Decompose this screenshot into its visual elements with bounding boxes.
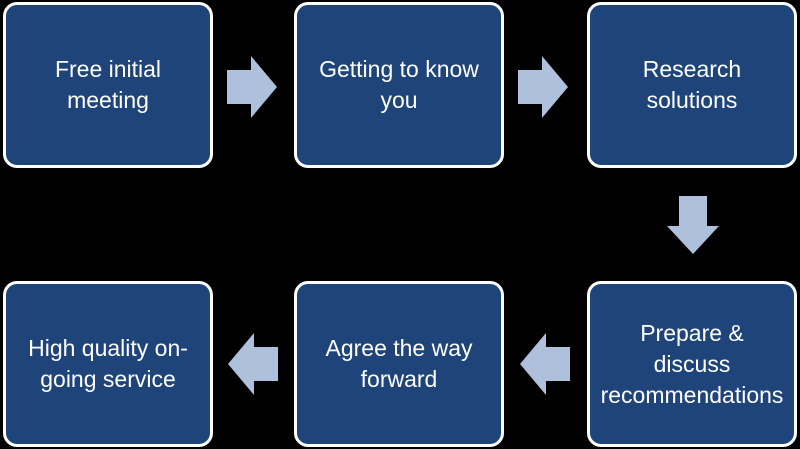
arrow-right-icon	[227, 56, 277, 118]
arrow-left-icon	[228, 333, 278, 395]
step-label: Agree the way forward	[325, 335, 473, 392]
step-label: Free initial meeting	[54, 56, 162, 113]
step-high-quality-ongoing-service: High quality on- going service	[3, 281, 213, 447]
step-prepare-and-discuss-recommendations: Prepare & discuss recommendations	[587, 281, 797, 447]
step-research-solutions: Research solutions	[587, 2, 797, 168]
step-label: Prepare & discuss recommendations	[600, 319, 784, 408]
arrow-down-icon	[667, 196, 719, 254]
arrow-left-icon	[520, 333, 570, 395]
step-agree-the-way-forward: Agree the way forward	[294, 281, 504, 447]
step-free-initial-meeting: Free initial meeting	[3, 2, 213, 168]
step-label: Research solutions	[642, 56, 742, 113]
step-label: High quality on- going service	[28, 335, 188, 392]
step-getting-to-know-you: Getting to know you	[294, 2, 504, 168]
arrow-right-icon	[518, 56, 568, 118]
step-label: Getting to know you	[319, 56, 479, 113]
